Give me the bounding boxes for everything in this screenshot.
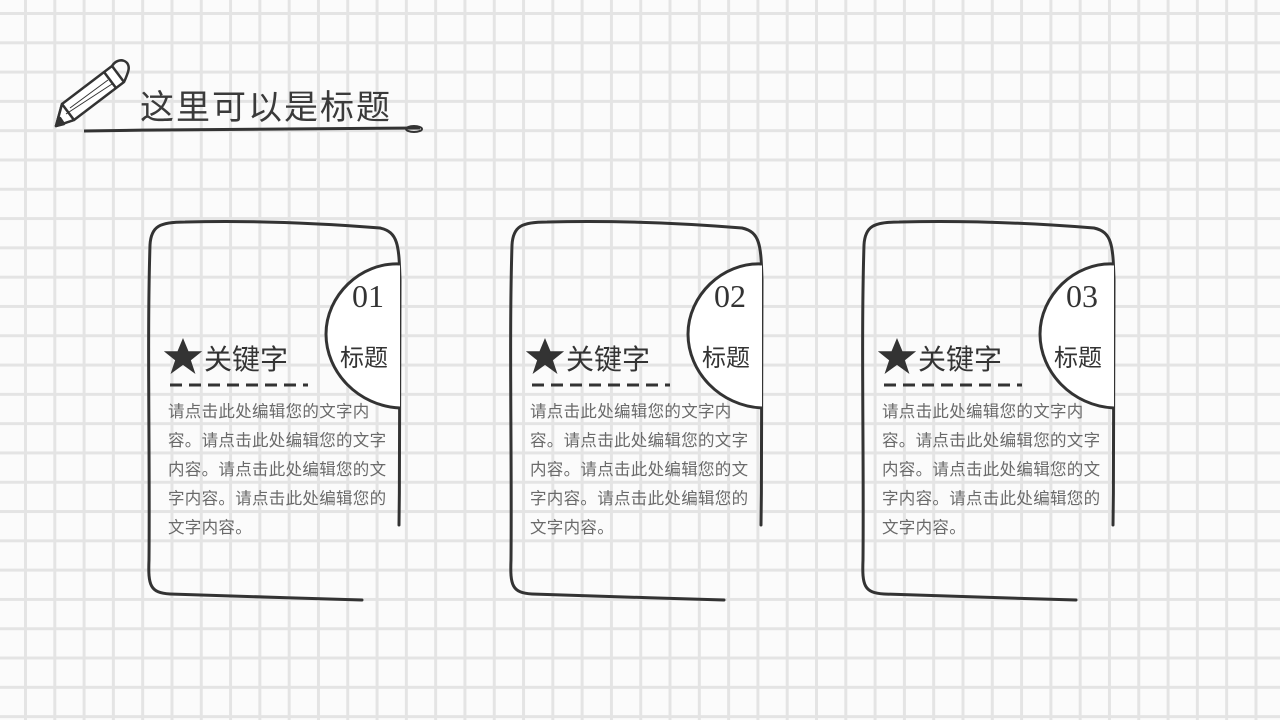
card-frame [861, 219, 1116, 602]
page-title: 这里可以是标题 [140, 88, 392, 128]
card-keyword: 关键字 [566, 343, 651, 376]
card-heading: 标题 [340, 344, 388, 372]
card-body-text: 请点击此处编辑您的文字内容。请点击此处编辑您的文字内容。请点击此处编辑您的文字内… [530, 402, 749, 537]
card-frame [147, 219, 402, 602]
card-keyword: 关键字 [204, 343, 289, 376]
card-number: 02 [714, 278, 746, 314]
title-underline [83, 126, 421, 133]
star-icon [877, 338, 917, 374]
card-keyword: 关键字 [918, 343, 1003, 376]
card-number: 03 [1066, 278, 1098, 314]
card-body-text: 请点击此处编辑您的文字内容。请点击此处编辑您的文字内容。请点击此处编辑您的文字内… [882, 402, 1101, 537]
star-icon [163, 338, 203, 374]
card-heading: 标题 [702, 344, 750, 372]
star-icon [525, 338, 565, 374]
card-body-text: 请点击此处编辑您的文字内容。请点击此处编辑您的文字内容。请点击此处编辑您的文字内… [168, 402, 387, 537]
pencil-icon [54, 59, 130, 128]
card-heading: 标题 [1054, 344, 1102, 372]
card-frame [509, 219, 764, 602]
card-number: 01 [352, 278, 384, 314]
title-underline-tip [405, 125, 423, 133]
